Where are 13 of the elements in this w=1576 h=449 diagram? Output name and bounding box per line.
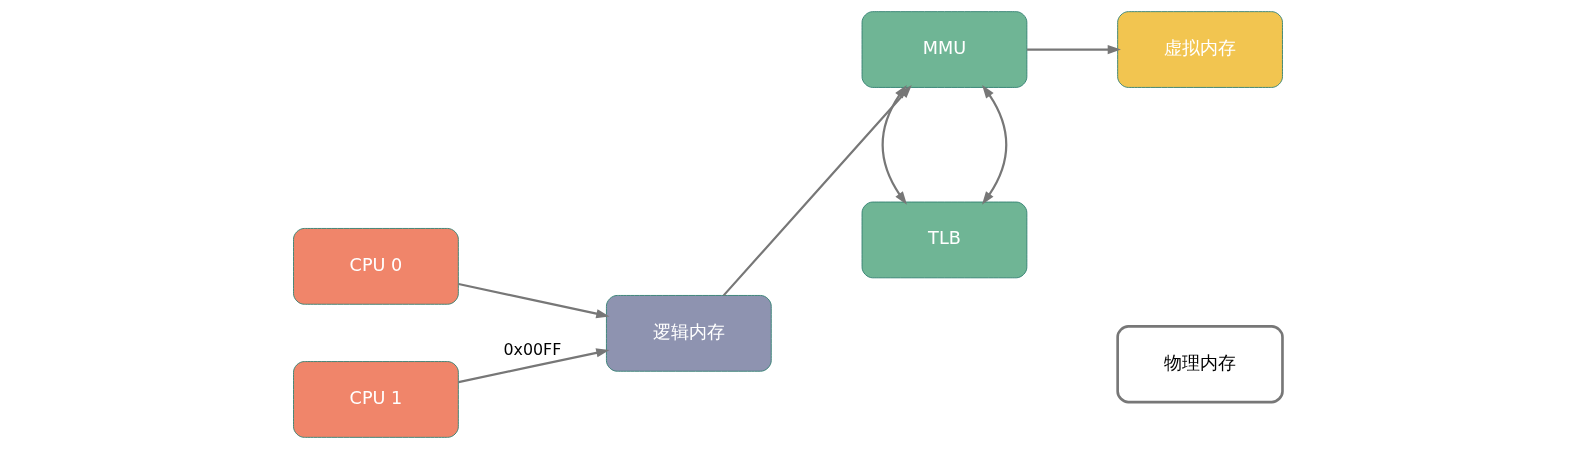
node-box: 虚拟内存: [1117, 11, 1283, 88]
node-box: CPU 1: [293, 361, 459, 438]
edge-label: 0x00FF: [503, 339, 562, 359]
node-box: MMU: [861, 11, 1028, 88]
node-box: CPU 0: [293, 228, 459, 305]
arrow: [1027, 44, 1121, 55]
arrow: [881, 84, 907, 205]
node-box: 逻辑内存: [606, 295, 772, 372]
arrow: [458, 348, 610, 384]
node-box: TLB: [861, 201, 1028, 279]
arrow: [981, 84, 1008, 205]
node-box: 物理内存: [1116, 325, 1284, 404]
arrow: [458, 282, 610, 319]
